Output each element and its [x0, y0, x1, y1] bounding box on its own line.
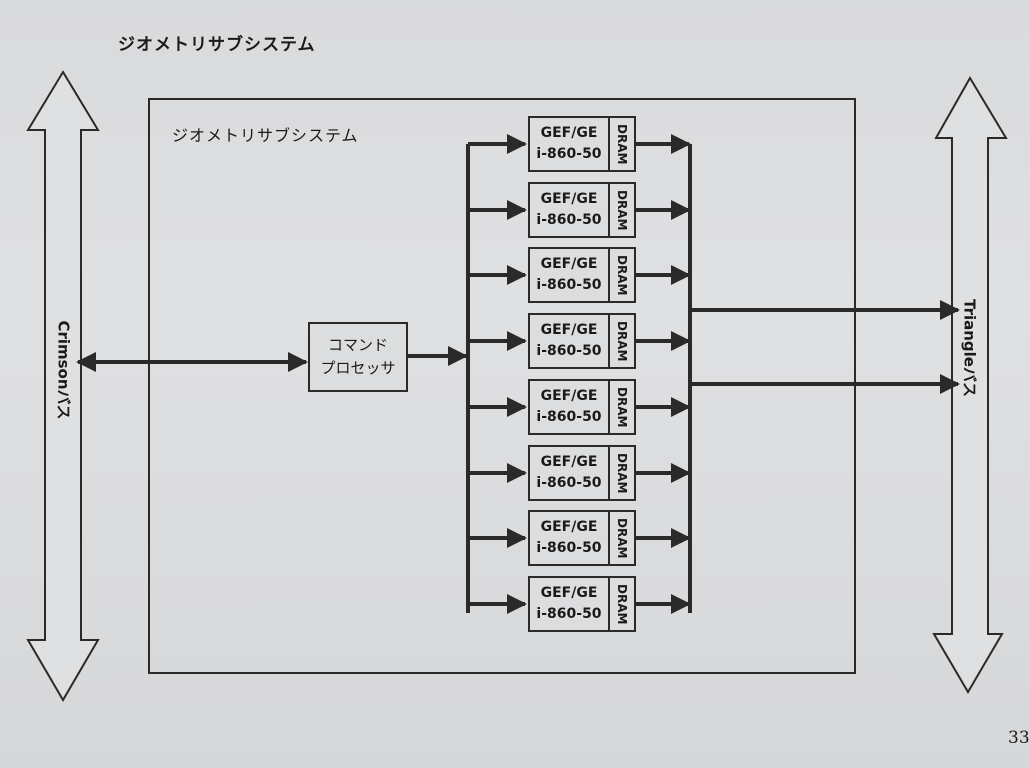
command-processor-line2: プロセッサ — [320, 359, 396, 377]
ge-name: GEF/GE — [540, 388, 598, 404]
geometry-engine-box: GEF/GE i-860-50 DRAM — [528, 576, 636, 632]
command-processor-line1: コマンド — [327, 336, 388, 354]
ge-connection-arrows — [468, 134, 691, 614]
geometry-engine-box: GEF/GE i-860-50 DRAM — [528, 247, 636, 303]
ge-dram-cell: DRAM — [615, 452, 629, 494]
ge-main-cell: GEF/GE i-860-50 — [530, 118, 610, 170]
crimson-bus-label: Crimsonバス — [54, 320, 73, 420]
subsystem-title: ジオメトリサブシステム — [172, 126, 359, 145]
ge-cpu: i-860-50 — [536, 475, 602, 491]
command-processor-box: コマンド プロセッサ — [308, 322, 408, 392]
ge-dram-cell: DRAM — [615, 320, 629, 362]
ge-dram-cell: DRAM — [615, 583, 629, 625]
ge-name: GEF/GE — [540, 322, 598, 338]
ge-cpu: i-860-50 — [536, 277, 602, 293]
triangle-bus-arrow — [932, 76, 1008, 694]
ge-dram-cell: DRAM — [615, 123, 629, 165]
ge-dram-cell: DRAM — [615, 254, 629, 296]
ge-cpu: i-860-50 — [536, 409, 602, 425]
ge-main-cell: GEF/GE i-860-50 — [530, 184, 610, 236]
ge-cpu: i-860-50 — [536, 343, 602, 359]
ge-main-cell: GEF/GE i-860-50 — [530, 512, 610, 564]
geometry-engine-box: GEF/GE i-860-50 DRAM — [528, 510, 636, 566]
ge-name: GEF/GE — [540, 256, 598, 272]
ge-main-cell: GEF/GE i-860-50 — [530, 447, 610, 499]
ge-cpu: i-860-50 — [536, 146, 602, 162]
crimson-bus-arrow — [26, 70, 100, 702]
triangle-bus-label: Triangleバス — [960, 299, 979, 397]
ge-dram-cell: DRAM — [615, 517, 629, 559]
page-number: 33 — [1008, 728, 1030, 748]
geometry-engine-box: GEF/GE i-860-50 DRAM — [528, 116, 636, 172]
ge-dram-cell: DRAM — [615, 386, 629, 428]
geometry-engine-box: GEF/GE i-860-50 DRAM — [528, 182, 636, 238]
ge-cpu: i-860-50 — [536, 606, 602, 622]
ge-name: GEF/GE — [540, 585, 598, 601]
ge-cpu: i-860-50 — [536, 212, 602, 228]
ge-name: GEF/GE — [540, 191, 598, 207]
geometry-subsystem-frame — [148, 98, 856, 674]
geometry-engine-box: GEF/GE i-860-50 DRAM — [528, 313, 636, 369]
ge-name: GEF/GE — [540, 454, 598, 470]
ge-main-cell: GEF/GE i-860-50 — [530, 315, 610, 367]
page-title: ジオメトリサブシステム — [118, 35, 316, 55]
ge-main-cell: GEF/GE i-860-50 — [530, 249, 610, 301]
ge-main-cell: GEF/GE i-860-50 — [530, 578, 610, 630]
ge-name: GEF/GE — [540, 519, 598, 535]
geometry-engine-box: GEF/GE i-860-50 DRAM — [528, 379, 636, 435]
ge-main-cell: GEF/GE i-860-50 — [530, 381, 610, 433]
ge-name: GEF/GE — [540, 125, 598, 141]
ge-dram-cell: DRAM — [615, 189, 629, 231]
geometry-engine-box: GEF/GE i-860-50 DRAM — [528, 445, 636, 501]
ge-cpu: i-860-50 — [536, 540, 602, 556]
